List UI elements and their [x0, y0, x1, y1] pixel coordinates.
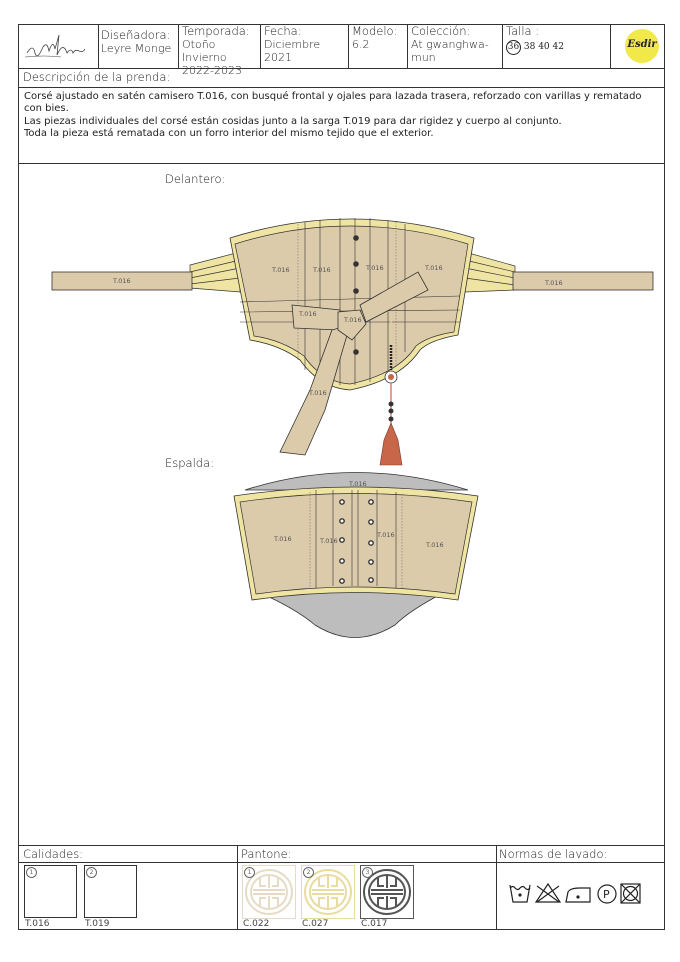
front-fabric-tags: T.016 T.016 T.016 T.016 T.016 T.016 T.01…: [112, 264, 563, 397]
back-fabric-tags: T.016 T.016 T.016 T.016 T.016: [273, 480, 444, 549]
care-label: Normas de lavado:: [499, 847, 608, 861]
season-value-2: 2022-2023: [182, 64, 242, 77]
dry-clean-p-icon: P: [597, 884, 617, 904]
collection-cell: Colección: At gwanghwa- mun: [408, 24, 503, 68]
season-value-1: Otoño Invierno: [182, 38, 227, 64]
brand-logo: Esdir: [625, 29, 659, 63]
description-line: Toda la pieza está rematada con un forro…: [24, 128, 434, 140]
qualities-label: Calidades:: [23, 847, 84, 861]
pantone-code: C.027: [302, 919, 329, 929]
divider: [18, 87, 665, 88]
designer-cell: Diseñadora: Leyre Monge: [98, 24, 179, 68]
fabric-tag: T.016: [544, 279, 563, 287]
fabric-tag: T.016: [273, 535, 292, 543]
back-eyelets: [339, 499, 374, 584]
fabric-tag: T.016: [348, 480, 367, 488]
size-cell: Talla : 36 38 40 42: [503, 24, 611, 68]
divider: [18, 862, 665, 863]
fabric-tag: T.016: [112, 277, 131, 285]
pantone-code: C.017: [361, 919, 388, 929]
busk-studs: [353, 235, 359, 355]
description-line: Las piezas individuales del corsé están …: [24, 115, 562, 127]
pantone-code: C.022: [243, 919, 270, 929]
designer-label: Diseñadora:: [101, 28, 171, 42]
tech-sheet-frame: [18, 24, 665, 930]
date-cell: Fecha: Diciembre 2021: [261, 24, 349, 68]
no-bleach-icon: [534, 882, 562, 903]
fabric-tag: T.016: [271, 266, 290, 274]
back-corset-drawing: T.016 T.016 T.016 T.016 T.016: [233, 472, 479, 638]
quality-code: T.016: [25, 919, 50, 929]
iron-low-icon: [565, 887, 591, 903]
signature-image: [24, 34, 86, 58]
fabric-tag: T.016: [365, 264, 384, 272]
season-label: Temporada:: [182, 24, 250, 38]
care-symbols: P: [509, 882, 641, 904]
season-cell: Temporada: Otoño Invierno 2022-2023: [179, 24, 261, 77]
size-option[interactable]: 42: [552, 42, 564, 52]
size-option[interactable]: 40: [538, 42, 550, 52]
tassel-charm: [379, 315, 403, 466]
fabric-tag: T.016: [319, 537, 338, 545]
pantone-swatch-3[interactable]: 3: [360, 865, 414, 919]
description-line: Corsé ajustado en satén camisero T.016, …: [24, 91, 642, 115]
pantone-swatch-2[interactable]: 2: [301, 865, 355, 919]
longevity-medallion-icon: [363, 869, 411, 915]
divider: [18, 845, 665, 846]
right-strap: [464, 251, 654, 293]
pantone-swatch-1[interactable]: 1: [242, 865, 296, 919]
back-view-label: Espalda:: [165, 456, 215, 470]
left-strap: [51, 251, 241, 293]
longevity-medallion-icon: [304, 869, 352, 915]
fabric-tag: T.016: [424, 264, 443, 272]
wash-30-icon: [509, 884, 531, 903]
svg-text:P: P: [603, 888, 610, 901]
pantone-label: Pantone:: [241, 847, 292, 861]
no-tumble-dry-icon: [620, 883, 641, 904]
front-corset-drawing: T.016 T.016 T.016 T.016 T.016 T.016 T.01…: [51, 218, 654, 466]
swatch-number: 1: [244, 867, 255, 878]
divider: [237, 845, 238, 930]
fabric-tag: T.016: [312, 266, 331, 274]
designer-value: Leyre Monge: [101, 42, 172, 55]
quality-code: T.019: [85, 919, 110, 929]
swatch-number: 1: [26, 867, 37, 878]
date-label: Fecha:: [264, 24, 302, 38]
quality-swatch-2[interactable]: 2: [84, 865, 137, 918]
collection-label: Colección:: [411, 24, 471, 38]
longevity-medallion-icon: [245, 869, 293, 915]
fabric-tag: T.016: [376, 531, 395, 539]
collection-value-2: mun: [411, 51, 436, 64]
divider: [18, 163, 665, 164]
divider: [18, 68, 665, 69]
model-value: 6.2: [352, 38, 370, 51]
front-view-label: Delantero:: [165, 172, 226, 186]
fabric-tag: T.016: [425, 541, 444, 549]
fabric-tag: T.016: [343, 316, 362, 324]
size-option-selected[interactable]: 36: [506, 40, 521, 55]
front-bow: [279, 271, 429, 456]
description-text: Corsé ajustado en satén camisero T.016, …: [24, 91, 660, 141]
size-label: Talla :: [506, 24, 540, 38]
model-cell: Modelo: 6.2: [349, 24, 408, 68]
signature-cell: [18, 24, 99, 68]
model-label: Modelo:: [352, 24, 398, 38]
size-list: 36 38 40 42: [506, 40, 607, 55]
swatch-number: 2: [86, 867, 97, 878]
date-value: Diciembre 2021: [264, 38, 321, 64]
swatch-number: 2: [303, 867, 314, 878]
quality-swatch-1[interactable]: 1: [24, 865, 77, 918]
fabric-tag: T.016: [298, 310, 317, 318]
swatch-number: 3: [362, 867, 373, 878]
divider: [496, 845, 497, 930]
description-label: Descripción de la prenda:: [23, 70, 171, 84]
size-option[interactable]: 38: [523, 42, 536, 52]
collection-value-1: At gwanghwa-: [411, 38, 489, 51]
fabric-tag: T.016: [308, 389, 327, 397]
